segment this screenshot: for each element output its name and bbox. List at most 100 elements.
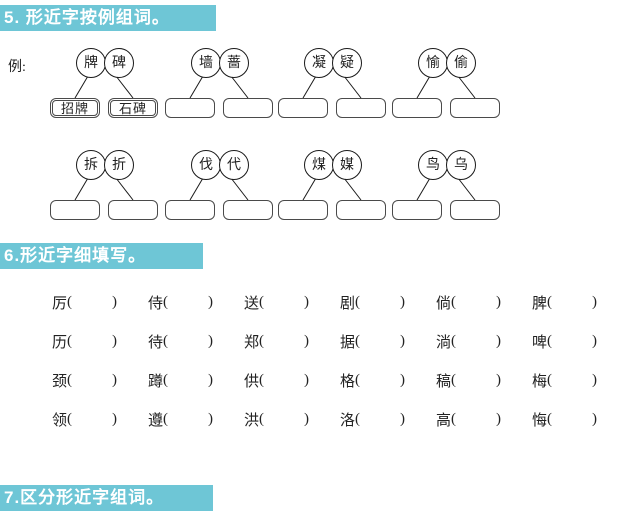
character-pair: 鸟乌 (392, 148, 508, 220)
prompt-character: 历 (52, 335, 68, 351)
exercise6-row: 厉()侍()送()剧()倘()脾() (52, 283, 628, 322)
prompt-character: 颈 (52, 374, 68, 390)
prompt-character: 淌 (436, 335, 452, 351)
answer-box[interactable] (392, 200, 442, 220)
paren-close: ) (304, 372, 310, 388)
exercise6-cell: 据() (340, 331, 436, 352)
exercise6-row: 领()遵()洪()洛()高()悔() (52, 400, 628, 439)
exercise6-row: 颈()蹲()供()格()稿()梅() (52, 361, 628, 400)
paren-close: ) (592, 333, 598, 349)
paren-close: ) (112, 333, 118, 349)
exercise6-cell: 颈() (52, 370, 148, 391)
prompt-character: 倘 (436, 296, 452, 312)
answer-box[interactable] (223, 98, 273, 118)
paren-close: ) (304, 411, 310, 427)
prompt-character: 悔 (532, 413, 548, 429)
exercise6-cell: 洪() (244, 409, 340, 430)
prompt-character: 啤 (532, 335, 548, 351)
answer-box[interactable]: 招牌 (50, 98, 100, 118)
exercise6-cell: 遵() (148, 409, 244, 430)
prompt-character: 供 (244, 374, 260, 390)
paren-open: ( (547, 294, 553, 310)
paren-close: ) (304, 294, 310, 310)
paren-open: ( (67, 372, 73, 388)
exercise6-cell: 领() (52, 409, 148, 430)
paren-close: ) (208, 372, 214, 388)
paren-open: ( (451, 372, 457, 388)
paren-open: ( (163, 372, 169, 388)
character-pair: 愉偷 (392, 46, 508, 118)
prompt-character: 高 (436, 413, 452, 429)
answer-box[interactable] (278, 200, 328, 220)
example-label: 例: (8, 60, 26, 75)
exercise6-grid: 厉()侍()送()剧()倘()脾()历()待()郑()据()淌()啤()颈()蹲… (52, 283, 628, 439)
prompt-character: 侍 (148, 296, 164, 312)
paren-close: ) (400, 411, 406, 427)
character-circle-left: 牌 (76, 48, 106, 78)
character-pair: 例: 牌碑招牌石碑 (8, 46, 166, 118)
paren-close: ) (592, 372, 598, 388)
character-circle-right: 偷 (446, 48, 476, 78)
prompt-character: 剧 (340, 296, 356, 312)
character-circle-left: 鸟 (418, 150, 448, 180)
character-circle-left: 煤 (304, 150, 334, 180)
paren-open: ( (355, 411, 361, 427)
character-pair: 伐代 (165, 148, 281, 220)
answer-box[interactable] (165, 98, 215, 118)
paren-close: ) (496, 411, 502, 427)
paren-close: ) (496, 372, 502, 388)
answer-text: 石碑 (110, 100, 156, 116)
prompt-character: 郑 (244, 335, 260, 351)
prompt-character: 待 (148, 335, 164, 351)
paren-open: ( (67, 294, 73, 310)
paren-open: ( (163, 333, 169, 349)
paren-open: ( (547, 372, 553, 388)
paren-close: ) (400, 372, 406, 388)
character-circle-right: 碑 (104, 48, 134, 78)
connector-lines (74, 177, 134, 201)
exercise6-cell: 送() (244, 292, 340, 313)
paren-open: ( (355, 333, 361, 349)
answer-box[interactable] (108, 200, 158, 220)
answer-box[interactable] (450, 98, 500, 118)
prompt-character: 梅 (532, 374, 548, 390)
character-circle-left: 伐 (191, 150, 221, 180)
connector-lines (302, 75, 362, 99)
answer-box[interactable] (50, 200, 100, 220)
exercise6-cell: 悔() (532, 409, 628, 430)
character-circle-left: 墙 (191, 48, 221, 78)
exercise6-cell: 倘() (436, 292, 532, 313)
answer-box[interactable] (336, 98, 386, 118)
paren-open: ( (163, 411, 169, 427)
exercise6-cell: 待() (148, 331, 244, 352)
character-circle-right: 疑 (332, 48, 362, 78)
answer-box[interactable] (223, 200, 273, 220)
exercise6-cell: 厉() (52, 292, 148, 313)
answer-box[interactable] (450, 200, 500, 220)
section-header-6: 6.形近字细填写。 (0, 243, 203, 269)
connector-lines (416, 75, 476, 99)
answer-box[interactable] (392, 98, 442, 118)
paren-close: ) (208, 333, 214, 349)
exercise6-cell: 郑() (244, 331, 340, 352)
character-circle-left: 凝 (304, 48, 334, 78)
exercise6-cell: 梅() (532, 370, 628, 391)
paren-close: ) (592, 411, 598, 427)
paren-close: ) (112, 294, 118, 310)
answer-box[interactable] (278, 98, 328, 118)
section-header-7: 7.区分形近字组词。 (0, 485, 213, 511)
answer-box[interactable]: 石碑 (108, 98, 158, 118)
exercise6-cell: 格() (340, 370, 436, 391)
answer-box[interactable] (336, 200, 386, 220)
paren-close: ) (112, 411, 118, 427)
character-pair: 煤媒 (278, 148, 394, 220)
section-header-5: 5. 形近字按例组词。 (0, 5, 216, 31)
answer-box[interactable] (165, 200, 215, 220)
connector-lines (302, 177, 362, 201)
prompt-character: 洪 (244, 413, 260, 429)
paren-close: ) (400, 294, 406, 310)
exercise6-cell: 洛() (340, 409, 436, 430)
paren-close: ) (496, 294, 502, 310)
character-pair: 凝疑 (278, 46, 394, 118)
exercise5-row-2: 拆折伐代煤媒鸟乌 (0, 148, 632, 220)
